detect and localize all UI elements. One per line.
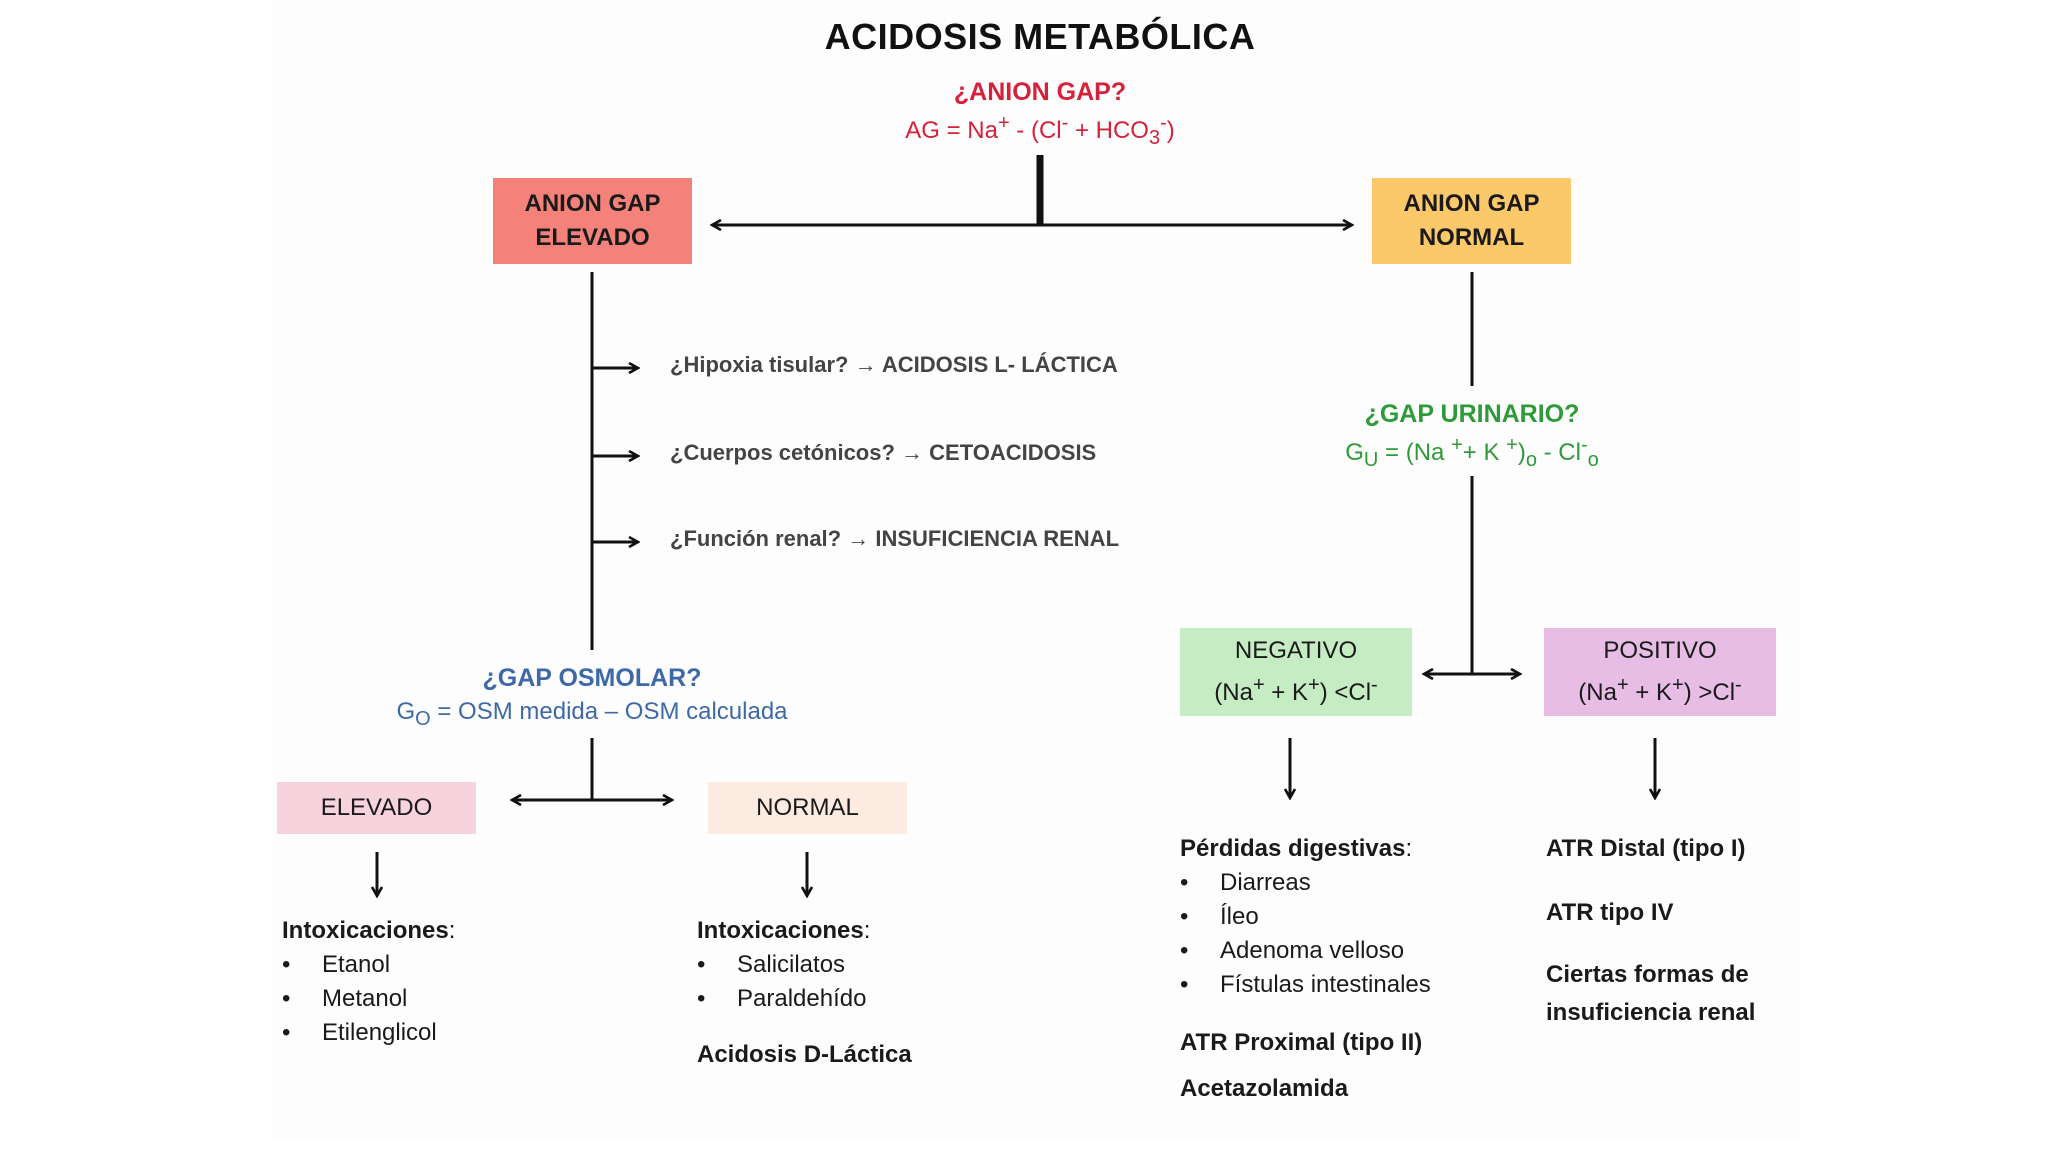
osm-elevated-list: Intoxicaciones: •Etanol •Metanol •Etilen… — [282, 914, 455, 1050]
check-renal: ¿Función renal? → INSUFICIENCIA RENAL — [670, 526, 1120, 551]
elevated-box-line2: ELEVADO — [535, 224, 650, 251]
list-item: •Adenoma velloso — [1180, 937, 1405, 964]
ciertas-formas-line1: Ciertas formas de — [1546, 961, 1749, 988]
check-hypoxia: ¿Hipoxia tisular? → ACIDOSIS L- LÁCTICA — [670, 352, 1118, 377]
urinary-gap-formula: GU = (Na ++ K +)o - Cl-o — [1345, 434, 1599, 471]
arrow-glyph: → — [901, 440, 924, 465]
acidosis-d-lactica: Acidosis D-Láctica — [697, 1041, 912, 1068]
osm-elevated-box: ELEVADO — [277, 782, 476, 834]
list-heading: Intoxicaciones: — [697, 917, 871, 944]
arrow-glyph: → — [854, 352, 877, 377]
normal-box-line2: NORMAL — [1418, 224, 1525, 251]
osmolar-gap-formula: GO = OSM medida – OSM calculada — [396, 698, 788, 730]
negative-formula: (Na+ + K+) <Cl- — [1214, 674, 1378, 706]
positive-box: POSITIVO (Na+ + K+) >Cl- — [1544, 628, 1776, 716]
list-item: •Paraldehído — [697, 985, 867, 1012]
atr-distal: ATR Distal (tipo I) — [1546, 835, 1746, 862]
urinary-gap-question: ¿GAP URINARIO? — [1364, 400, 1580, 428]
acetazolamida: Acetazolamida — [1180, 1075, 1349, 1102]
arrow-glyph: → — [847, 526, 870, 551]
page-title: ACIDOSIS METABÓLICA — [824, 16, 1256, 57]
list-item: •Fístulas intestinales — [1180, 971, 1431, 998]
negative-box: NEGATIVO (Na+ + K+) <Cl- — [1180, 628, 1412, 716]
ciertas-formas-line2: insuficiencia renal — [1546, 999, 1756, 1026]
list-item: •Diarreas — [1180, 869, 1311, 896]
atr-proximal: ATR Proximal (tipo II) — [1180, 1029, 1423, 1056]
list-item: •Etilenglicol — [282, 1019, 437, 1046]
normal-box-line1: ANION GAP — [1403, 190, 1540, 217]
list-item: •Etanol — [282, 951, 391, 978]
negative-list: Pérdidas digestivas: •Diarreas •Íleo •Ad… — [1180, 832, 1431, 1106]
osm-normal-box: NORMAL — [708, 782, 907, 834]
atr-tipo-iv: ATR tipo IV — [1546, 899, 1674, 926]
positive-formula: (Na+ + K+) >Cl- — [1578, 674, 1742, 706]
list-heading: Intoxicaciones: — [282, 917, 456, 944]
anion-gap-normal-box: ANION GAP NORMAL — [1372, 178, 1571, 264]
list-item: •Metanol — [282, 985, 408, 1012]
anion-gap-elevated-box: ANION GAP ELEVADO — [493, 178, 692, 264]
anion-gap-formula: AG = Na+ - (Cl- + HCO3-) — [905, 112, 1175, 149]
osmolar-gap-question: ¿GAP OSMOLAR? — [482, 664, 702, 692]
list-item: •Íleo — [1180, 903, 1259, 930]
elevated-box-line1: ANION GAP — [524, 190, 661, 217]
check-ketones: ¿Cuerpos cetónicos? → CETOACIDOSIS — [670, 440, 1097, 465]
list-item: •Salicilatos — [697, 951, 846, 978]
osm-normal-list: Intoxicaciones: •Salicilatos •Paraldehíd… — [697, 914, 912, 1072]
list-heading: Pérdidas digestivas: — [1180, 835, 1413, 862]
anion-gap-question: ¿ANION GAP? — [953, 78, 1127, 106]
positive-list: ATR Distal (tipo I) ATR tipo IV Ciertas … — [1546, 832, 1755, 1030]
